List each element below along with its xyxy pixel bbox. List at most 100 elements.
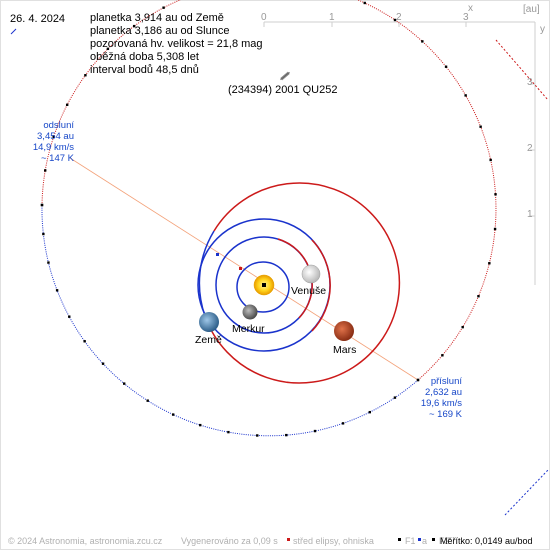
y-tick-label-3: 3 (527, 77, 533, 88)
asteroid-orbit-point (199, 423, 202, 427)
asteroid-orbit-point (83, 340, 86, 343)
aphelion-distance: 3,454 au (37, 131, 74, 142)
perihelion-info: přísluní 2,632 au 19,6 km/s ~ 169 K (408, 376, 462, 420)
earth-label: Země (195, 334, 222, 346)
asteroid-orbit-point (106, 47, 110, 51)
perihelion-title: přísluní (430, 376, 462, 387)
mars-orbit-red (204, 182, 401, 384)
asteroid-orbit-point (227, 430, 230, 434)
asteroid-orbit-point (42, 232, 45, 236)
date-label: 26. 4. 2024 (10, 13, 66, 25)
info-magnitude: pozorovaná hv. velikost = 21,8 mag (90, 38, 263, 50)
asteroid-orbit-point (461, 325, 464, 329)
asteroid-orbit-point (493, 227, 497, 231)
info-period: oběžná doba 5,308 let (90, 51, 199, 63)
mercury-orbit (236, 261, 290, 313)
asteroid-orbit-point (444, 65, 448, 68)
asteroid-orbit-point (494, 193, 497, 196)
asteroid-marker (280, 71, 290, 81)
corner-marker (10, 28, 17, 35)
asteroid-orbit-point (341, 422, 345, 425)
focus-f2-marker (216, 253, 219, 256)
info-distance-earth: planetka 3,914 au od Země (90, 12, 224, 24)
mercury-label: Merkur (232, 323, 265, 335)
axis-unit-label: [au] (523, 4, 540, 15)
earth (199, 312, 219, 332)
asteroid-orbit-point (122, 382, 126, 385)
y-tick-label-1: 1 (527, 209, 533, 220)
mercury (242, 304, 258, 320)
asteroid-orbit-points (40, 1, 497, 437)
asteroid-orbit-point (441, 354, 444, 357)
asteroid-orbit-point (363, 1, 366, 5)
legend-center-swatch (287, 538, 290, 541)
asteroid-orbit-point (464, 94, 467, 97)
asteroid-orbit-point (488, 262, 491, 265)
asteroid-name: (234394) 2001 QU252 (228, 84, 338, 96)
asteroid-orbit-point (146, 399, 149, 402)
asteroid-orbit-point (421, 40, 424, 43)
mars-orbit-blue (198, 230, 215, 317)
asteroid-orbit-point (132, 24, 136, 28)
footer-copyright: © 2024 Astronomia, astronomia.zcu.cz (8, 536, 163, 546)
asteroid-orbit-point (416, 378, 420, 382)
asteroid-orbit-point (489, 158, 492, 162)
asteroid-orbit-point (313, 429, 317, 433)
venus (301, 264, 321, 284)
asteroid-orbit-point (171, 413, 175, 416)
y-axis-label: y (540, 24, 545, 35)
asteroid-orbit-point (256, 434, 259, 437)
asteroid-orbit-point (162, 6, 165, 9)
footer-f1: F1 (405, 536, 416, 546)
info-distance-sun: planetka 3,186 au od Slunce (90, 25, 230, 37)
aphelion-title: odsluní (43, 120, 74, 131)
x-axis-label: x (468, 3, 473, 14)
footer-generated: Vygenerováno za 0,09 s (181, 536, 278, 546)
perihelion-distance: 2,632 au (425, 387, 462, 398)
asteroid-orbit-blue-arc (41, 204, 419, 437)
legend-f1-swatch (398, 538, 401, 541)
asteroid-orbit-point (368, 410, 371, 414)
asteroid-orbit (40, 0, 497, 437)
asteroid-orbit-point (101, 362, 105, 365)
legend-scale-swatch (432, 538, 435, 541)
asteroid-orbit-point (68, 315, 71, 318)
footer-center-legend: střed elipsy, ohniska (293, 536, 374, 546)
venus-label: Venuše (291, 285, 327, 297)
asteroid-orbit-point (393, 18, 397, 22)
mars-label: Mars (333, 344, 357, 356)
footer-a: a (422, 536, 428, 546)
x-tick-label-1: 1 (329, 12, 335, 23)
footer-scale: Měřítko: 0,0149 au/bod (440, 536, 533, 546)
asteroid-orbit-point (84, 74, 87, 77)
axes (263, 21, 536, 285)
asteroid-orbit-point (477, 295, 480, 298)
mars (334, 321, 354, 341)
asteroid-orbit-point (44, 169, 47, 172)
asteroid-orbit-point (65, 103, 69, 106)
perihelion-temp: ~ 169 K (428, 409, 462, 420)
edge-trace-bottom (504, 469, 549, 516)
asteroid-orbit-point (40, 203, 44, 207)
footer-f2: F2 (439, 536, 450, 546)
x-tick-label-2: 2 (396, 12, 402, 23)
info-point-interval: interval bodů 48,5 dnů (90, 64, 199, 76)
ellipse-center-marker (239, 267, 242, 270)
perihelion-speed: 19,6 km/s (420, 398, 462, 409)
y-tick-label-2: 2 (527, 143, 533, 154)
asteroid-orbit-point (479, 125, 482, 128)
sun-focus-marker (262, 283, 266, 287)
aphelion-temp: ~ 147 K (40, 153, 74, 164)
asteroid-orbit-point (393, 396, 397, 399)
asteroid-orbit-point (55, 289, 59, 292)
aphelion-speed: 14,9 km/s (32, 142, 74, 153)
edge-trace-top (495, 39, 549, 101)
asteroid-orbit-point (47, 261, 50, 264)
asteroid-orbit-point (52, 135, 55, 138)
x-tick-label-3: 3 (463, 12, 469, 23)
x-tick-label-0: 0 (261, 12, 267, 23)
aphelion-info: odsluní 3,454 au 14,9 km/s ~ 147 K (22, 120, 74, 164)
earth-orbit-red-part (311, 239, 331, 332)
legend-f2-swatch (418, 538, 421, 541)
